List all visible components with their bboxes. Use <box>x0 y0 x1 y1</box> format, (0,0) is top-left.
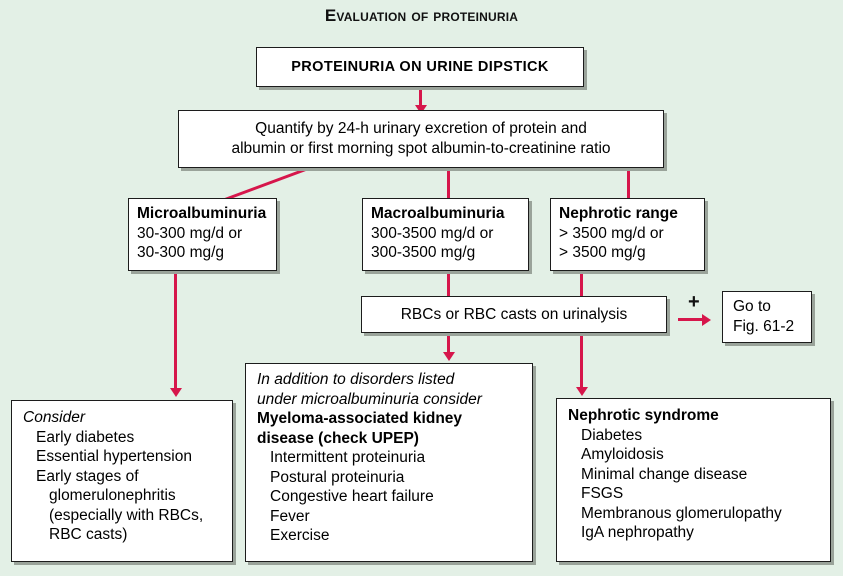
connector-dipstick-to-quantify <box>419 87 422 109</box>
connector-rbc-to-myeloma <box>447 333 450 355</box>
node-rbc-urinalysis[interactable]: RBCs or RBC casts on urinalysis <box>361 296 667 333</box>
node-myeloma-list: Intermittent proteinuria Postural protei… <box>257 448 524 546</box>
node-consider-heading: Consider <box>23 409 86 426</box>
arrowhead-consider <box>169 388 182 397</box>
list-item: Diabetes <box>581 426 643 444</box>
list-item: Essential hypertension <box>36 448 192 466</box>
node-nephrotic-range-line1: > 3500 mg/d or <box>559 224 664 242</box>
node-macroalbuminuria-line2: 300-3500 mg/g <box>371 244 476 262</box>
figure-title: Evaluation of Proteinuria <box>324 6 519 25</box>
connector-microalbuminuria-to-consider <box>174 271 177 391</box>
list-item: Early stages of <box>36 467 139 485</box>
node-proteinuria-dipstick-label: PROTEINURIA ON URINE DIPSTICK <box>291 58 549 75</box>
arrowhead-myeloma <box>442 352 455 361</box>
list-item: IgA nephropathy <box>581 524 694 542</box>
node-quantify[interactable]: Quantify by 24-h urinary excretion of pr… <box>178 110 664 168</box>
list-item: Exercise <box>270 527 330 545</box>
node-myeloma-italic-line2: under microalbuminuria consider <box>257 390 482 408</box>
node-consider[interactable]: Consider Early diabetes Essential hypert… <box>11 400 233 562</box>
list-item: Congestive heart failure <box>270 488 434 506</box>
node-myeloma-bold-line1: Myeloma-associated kidney <box>257 410 463 428</box>
node-microalbuminuria[interactable]: Microalbuminuria 30-300 mg/d or 30-300 m… <box>128 198 277 271</box>
node-nephrotic-syndrome-heading: Nephrotic syndrome <box>568 407 719 424</box>
connector-quantify-to-macroalbuminuria <box>447 168 450 200</box>
node-microalbuminuria-line1: 30-300 mg/d or <box>137 224 243 242</box>
node-microalbuminuria-heading: Microalbuminuria <box>137 205 267 222</box>
connector-rbc-to-goto <box>678 318 704 321</box>
node-nephrotic-range-heading: Nephrotic range <box>559 205 678 222</box>
list-item: Fever <box>270 507 310 525</box>
list-item: Postural proteinuria <box>270 468 405 486</box>
node-nephrotic-syndrome-list: Diabetes Amyloidosis Minimal change dise… <box>568 426 822 543</box>
connector-macroalbuminuria-to-rbc <box>447 271 450 296</box>
connector-quantify-to-nephrotic-range <box>627 168 630 200</box>
list-item: Minimal change disease <box>581 465 748 483</box>
node-consider-list: Early diabetes Essential hypertension Ea… <box>23 428 224 545</box>
node-quantify-line1: Quantify by 24-h urinary excretion of pr… <box>255 120 587 137</box>
node-microalbuminuria-line2: 30-300 mg/g <box>137 244 225 262</box>
node-quantify-line2: albumin or first morning spot albumin-to… <box>231 139 611 157</box>
node-goto-figure-line2: Fig. 61-2 <box>733 317 795 335</box>
node-myeloma-italic-line1: In addition to disorders listed <box>257 371 455 388</box>
node-nephrotic-range-line2: > 3500 mg/g <box>559 244 646 262</box>
list-item: (especially with RBCs, <box>49 506 204 524</box>
list-item: RBC casts) <box>49 526 128 544</box>
arrowhead-goto <box>702 313 711 326</box>
node-goto-figure[interactable]: Go to Fig. 61-2 <box>722 291 812 343</box>
node-myeloma-associated[interactable]: In addition to disorders listed under mi… <box>245 363 533 562</box>
list-item: Membranous glomerulopathy <box>581 504 782 522</box>
list-item: Early diabetes <box>36 428 135 446</box>
node-goto-figure-line1: Go to <box>733 298 771 315</box>
node-proteinuria-dipstick[interactable]: PROTEINURIA ON URINE DIPSTICK <box>256 47 584 87</box>
list-item: glomerulonephritis <box>49 487 176 505</box>
node-rbc-urinalysis-label: RBCs or RBC casts on urinalysis <box>400 305 628 323</box>
list-item: FSGS <box>581 485 624 503</box>
list-item: Intermittent proteinuria <box>270 449 426 467</box>
plus-sign-label: + <box>688 291 700 313</box>
arrowhead-nephrotic-syndrome <box>575 387 588 396</box>
node-myeloma-bold-line2: disease (check UPEP) <box>257 429 419 447</box>
node-macroalbuminuria-line1: 300-3500 mg/d or <box>371 224 494 242</box>
node-macroalbuminuria[interactable]: Macroalbuminuria 300-3500 mg/d or 300-35… <box>362 198 529 271</box>
node-macroalbuminuria-heading: Macroalbuminuria <box>371 205 505 222</box>
list-item: Amyloidosis <box>581 446 664 464</box>
node-nephrotic-range[interactable]: Nephrotic range > 3500 mg/d or > 3500 mg… <box>550 198 705 271</box>
node-nephrotic-syndrome[interactable]: Nephrotic syndrome Diabetes Amyloidosis … <box>556 398 831 562</box>
arrowhead-quantify <box>414 105 427 114</box>
